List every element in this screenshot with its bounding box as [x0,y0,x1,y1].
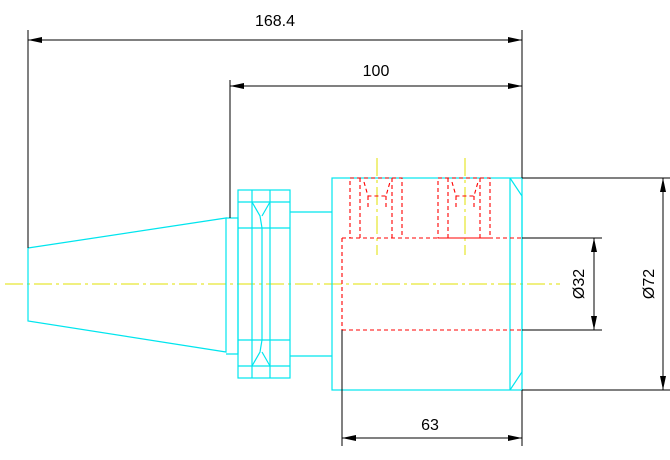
taper-shank [27,217,227,353]
dim-outer-diameter: Ø72 [641,269,658,299]
dim-bore-diameter: Ø32 [571,269,588,299]
set-screw-2 [437,177,491,239]
flange-body [237,189,291,379]
tool-outline [27,177,523,391]
set-screw-1 [349,177,403,239]
hidden-lines [341,177,522,331]
v-groove [251,201,263,367]
dim-body-length: 100 [363,63,390,80]
front-chamfer [509,177,523,391]
dim-bore-depth: 63 [421,417,439,434]
dim-overall-length: 168.4 [255,13,295,30]
centerline [5,158,560,285]
flange-step [226,217,239,355]
dimension-lines [27,30,670,446]
